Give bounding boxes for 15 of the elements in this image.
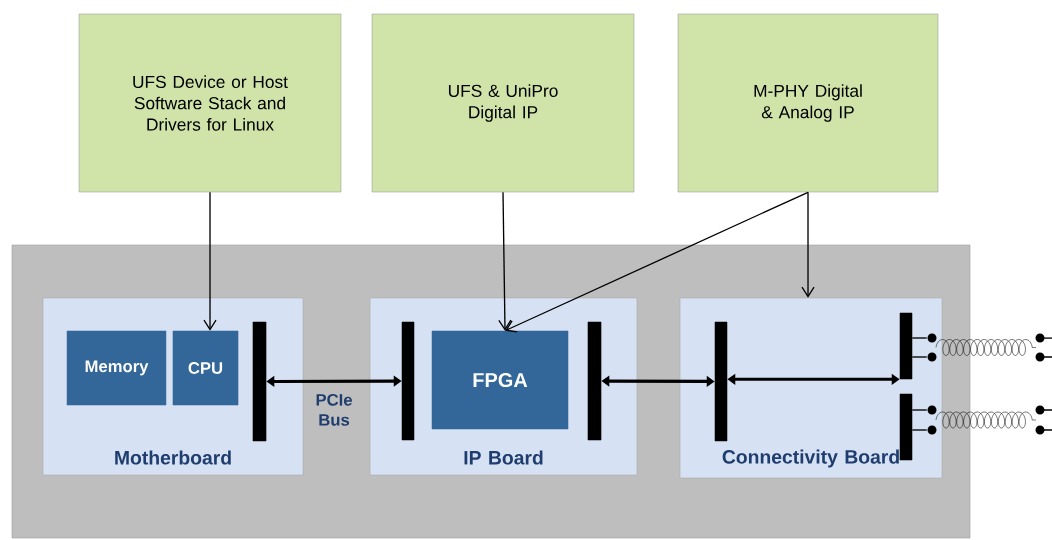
circuit-board: Connectivity Board — [679, 297, 943, 479]
arrow — [203, 191, 217, 331]
software-box: UFS Device or Host Software Stack and Drivers for Linux — [78, 13, 342, 193]
chip-block: CPU — [172, 330, 239, 406]
connector-bar — [899, 393, 913, 461]
arrow — [498, 191, 512, 331]
arrow — [801, 191, 815, 298]
software-box: UFS & UniPro Digital IP — [371, 13, 635, 193]
cable-drawing — [927, 333, 1052, 362]
chip-block: FPGA — [431, 330, 569, 430]
edge-label: PCIe Bus — [316, 394, 352, 426]
cable-drawing — [927, 405, 1052, 435]
arrow — [505, 191, 809, 333]
chip-block: Memory — [66, 330, 167, 406]
software-box: M-PHY Digital & Analog IP — [677, 13, 939, 193]
